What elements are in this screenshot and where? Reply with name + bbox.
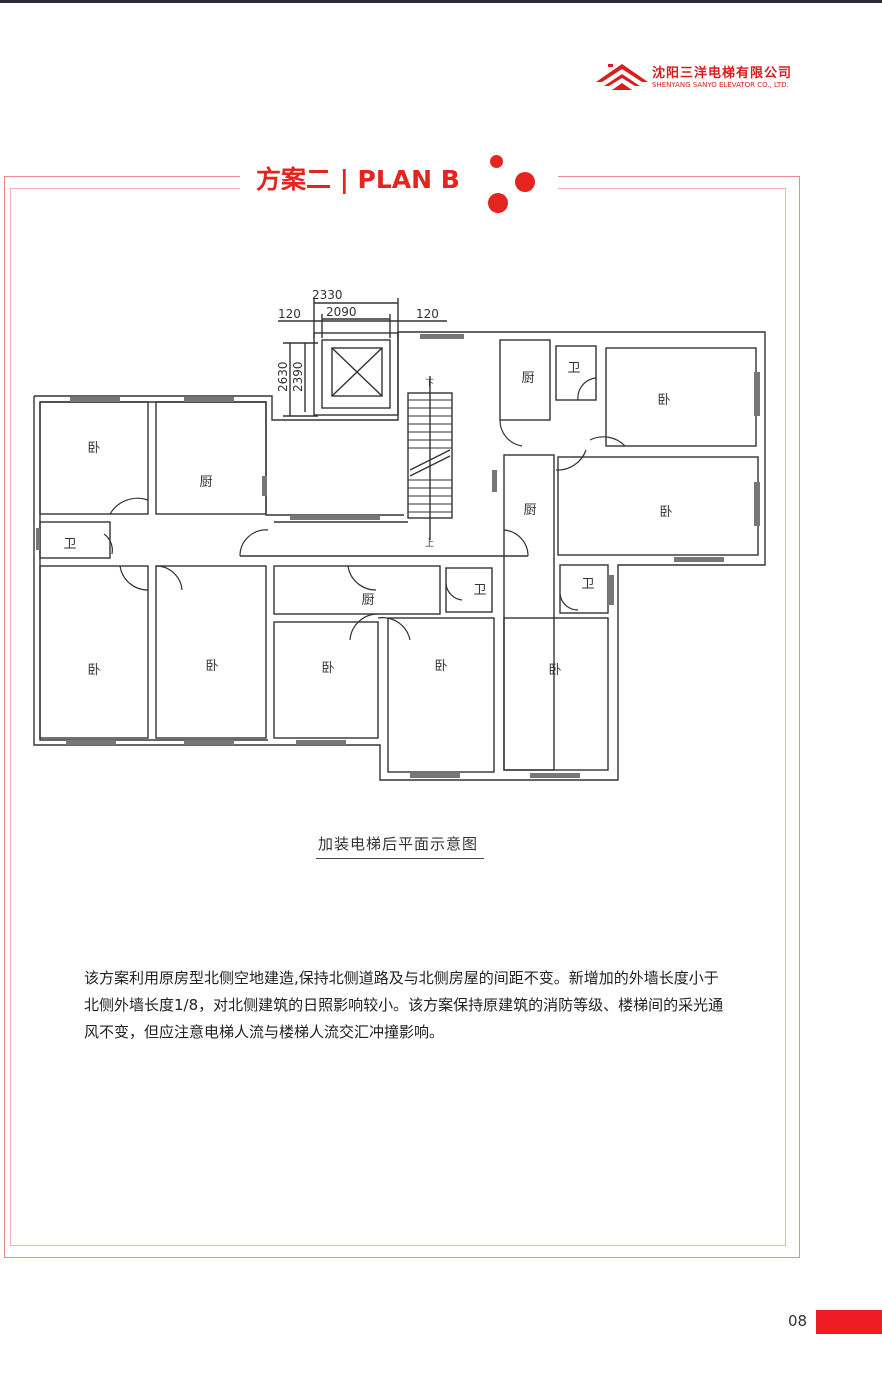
company-name-cn: 沈阳三洋电梯有限公司 xyxy=(652,66,793,81)
room-label-kitchen-1: 厨 xyxy=(199,475,212,490)
room-label-bedroom-2: 卧 xyxy=(87,663,100,678)
page-number-tab xyxy=(816,1310,882,1334)
room-label-toilet-3: 卫 xyxy=(567,361,580,376)
dim-side-total: 2630 xyxy=(276,361,290,392)
floor-plan-drawing: 2330 2090 120 120 2630 2390 下 上 卧 厨 卫 卧 … xyxy=(33,288,766,781)
dim-right-offset: 120 xyxy=(416,307,439,321)
room-label-bedroom-5: 卧 xyxy=(434,659,447,674)
company-logo-icon xyxy=(596,64,648,90)
page-title: 方案二 | PLAN B xyxy=(256,165,460,194)
room-label-bedroom-7: 卧 xyxy=(659,505,672,520)
room-label-toilet-2: 卫 xyxy=(473,583,486,598)
top-border-bar xyxy=(0,0,882,3)
decor-dot-2 xyxy=(515,172,535,192)
plan-caption: 加装电梯后平面示意图 xyxy=(318,835,479,853)
company-name-en: SHENYANG SANYO ELEVATOR CO., LTD. xyxy=(652,81,789,89)
room-label-toilet-1: 卫 xyxy=(63,537,76,552)
plan-description: 该方案利用原房型北侧空地建造,保持北侧道路及与北侧房屋的间距不变。新增加的外墙长… xyxy=(84,969,724,1041)
frame-title-gap xyxy=(240,170,558,192)
company-logo: 沈阳三洋电梯有限公司 SHENYANG SANYO ELEVATOR CO., … xyxy=(594,58,804,98)
page-number: 08 xyxy=(788,1312,808,1330)
dim-top-inner: 2090 xyxy=(326,305,357,319)
decor-dot-1 xyxy=(490,155,503,168)
room-label-toilet-4: 卫 xyxy=(581,577,594,592)
room-label-bedroom-3: 卧 xyxy=(205,659,218,674)
dim-left-offset: 120 xyxy=(278,307,301,321)
room-label-kitchen-2: 厨 xyxy=(361,593,374,608)
room-label-bedroom-4: 卧 xyxy=(321,661,334,676)
room-label-kitchen-4: 厨 xyxy=(523,503,536,518)
caption-underline xyxy=(316,858,484,859)
room-label-bedroom-1: 卧 xyxy=(87,441,100,456)
dim-top-total: 2330 xyxy=(312,288,343,302)
dim-side-inner: 2390 xyxy=(291,361,305,392)
stair-up-label: 上 xyxy=(425,538,434,549)
room-label-bedroom-8: 卧 xyxy=(548,663,561,678)
stair-down-label: 下 xyxy=(425,379,434,389)
decor-dot-3 xyxy=(488,193,508,213)
room-label-bedroom-6: 卧 xyxy=(657,393,670,408)
room-label-kitchen-3: 厨 xyxy=(521,371,534,386)
